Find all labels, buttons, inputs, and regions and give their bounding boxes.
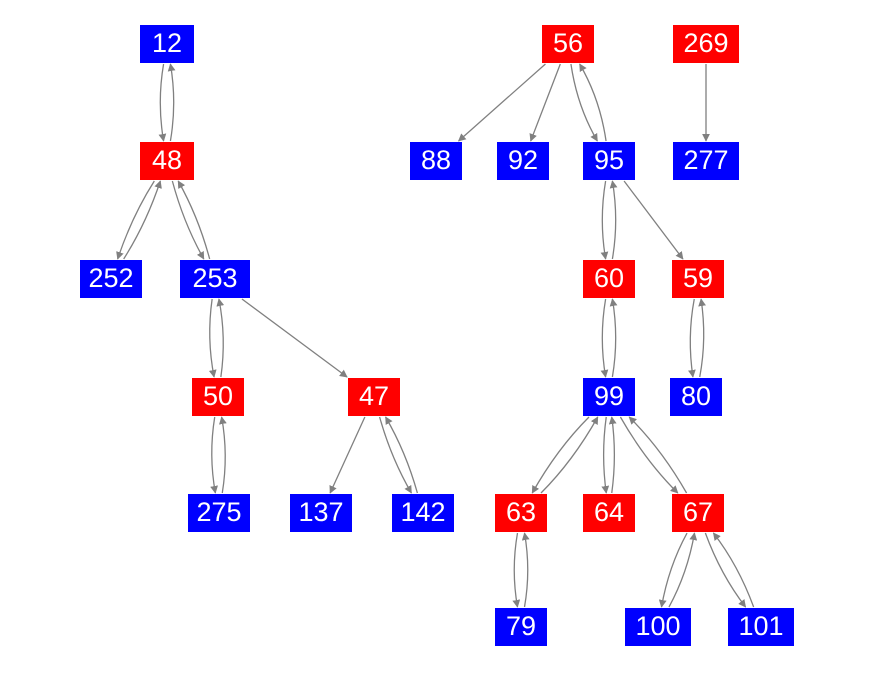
graph-node-100[interactable]: 100	[625, 608, 691, 646]
graph-node-label: 269	[683, 27, 729, 58]
graph-node-277[interactable]: 277	[673, 142, 739, 180]
graph-node-253[interactable]: 253	[180, 260, 250, 298]
graph-node-label: 50	[202, 380, 234, 411]
graph-node-label: 63	[505, 496, 537, 527]
graph-node-label: 95	[593, 144, 625, 175]
graph-edge	[123, 180, 162, 260]
graph-node-80[interactable]: 80	[670, 378, 722, 416]
graph-node-252[interactable]: 252	[80, 260, 142, 298]
graph-node-67[interactable]: 67	[672, 494, 724, 532]
graph-edge	[668, 532, 698, 608]
graph-edge	[529, 63, 561, 142]
graph-edge	[540, 416, 599, 494]
graph-node-99[interactable]: 99	[583, 378, 635, 416]
graph-node-label: 99	[593, 380, 625, 411]
graph-node-label: 12	[151, 27, 183, 58]
graph-node-56[interactable]: 56	[542, 25, 594, 63]
graph-node-label: 92	[507, 144, 539, 175]
graph-node-63[interactable]: 63	[495, 494, 547, 532]
graph-edge	[241, 298, 348, 378]
graph-node-label: 253	[192, 262, 238, 293]
graph-node-label: 59	[682, 262, 714, 293]
graph-node-label: 277	[683, 144, 729, 175]
graph-node-label: 137	[298, 496, 344, 527]
graph-edge	[579, 63, 607, 142]
graph-node-label: 56	[552, 27, 584, 58]
graph-edge	[219, 416, 227, 494]
graph-edge	[512, 532, 521, 608]
graph-edge	[623, 180, 684, 260]
graph-edge	[658, 532, 688, 608]
graph-edge	[609, 180, 618, 260]
graph-node-label: 101	[738, 610, 784, 641]
graph-node-47[interactable]: 47	[348, 378, 400, 416]
graph-edge	[601, 416, 610, 494]
graph-node-label: 252	[88, 262, 134, 293]
graph-edge	[521, 532, 530, 608]
graph-edge	[704, 532, 747, 608]
graph-node-95[interactable]: 95	[583, 142, 635, 180]
graph-node-79[interactable]: 79	[495, 608, 547, 646]
graph-edge	[378, 416, 412, 494]
graph-node-48[interactable]: 48	[140, 142, 194, 180]
graph-node-label: 88	[420, 144, 452, 175]
graph-edge	[116, 180, 155, 260]
graph-edge	[171, 180, 205, 260]
graph-node-137[interactable]: 137	[290, 494, 352, 532]
graph-node-50[interactable]: 50	[192, 378, 244, 416]
graph-node-label: 80	[680, 380, 712, 411]
graph-edge	[698, 298, 706, 378]
graph-edge	[600, 298, 609, 378]
graph-node-label: 67	[682, 496, 714, 527]
graph-node-92[interactable]: 92	[497, 142, 549, 180]
graph-edge	[210, 416, 218, 494]
graph-edge	[208, 298, 217, 378]
graph-edge	[158, 63, 167, 142]
graph-node-60[interactable]: 60	[583, 260, 635, 298]
graph-node-label: 64	[593, 496, 625, 527]
graph-node-label: 47	[358, 380, 390, 411]
graph-edge	[531, 416, 590, 494]
graph-node-64[interactable]: 64	[583, 494, 635, 532]
graph-edge	[329, 416, 366, 494]
graph-node-269[interactable]: 269	[673, 25, 739, 63]
graph-node-label: 48	[151, 144, 183, 175]
graph-node-142[interactable]: 142	[392, 494, 454, 532]
graph-edge	[619, 416, 679, 494]
graph-node-88[interactable]: 88	[410, 142, 462, 180]
graph-edge	[628, 416, 688, 494]
graph-node-12[interactable]: 12	[140, 25, 194, 63]
graph-edge	[167, 63, 176, 142]
graph-node-label: 60	[593, 262, 625, 293]
graph-edge	[385, 416, 419, 494]
graph-edge	[608, 416, 617, 494]
graph-node-59[interactable]: 59	[672, 260, 724, 298]
graph-edge	[457, 63, 546, 142]
graph-node-101[interactable]: 101	[728, 608, 794, 646]
graph-edge	[216, 298, 225, 378]
graph-node-label: 275	[196, 496, 242, 527]
graph-node-275[interactable]: 275	[188, 494, 250, 532]
graph-edge	[609, 298, 618, 378]
graph-edge	[712, 532, 755, 608]
graph-edge	[600, 180, 609, 260]
graph-edge	[688, 298, 696, 378]
graph-node-label: 142	[400, 496, 446, 527]
graph-node-label: 79	[505, 610, 537, 641]
graph-edge	[570, 63, 598, 142]
graph-edge	[177, 180, 211, 260]
graph-node-label: 100	[635, 610, 681, 641]
